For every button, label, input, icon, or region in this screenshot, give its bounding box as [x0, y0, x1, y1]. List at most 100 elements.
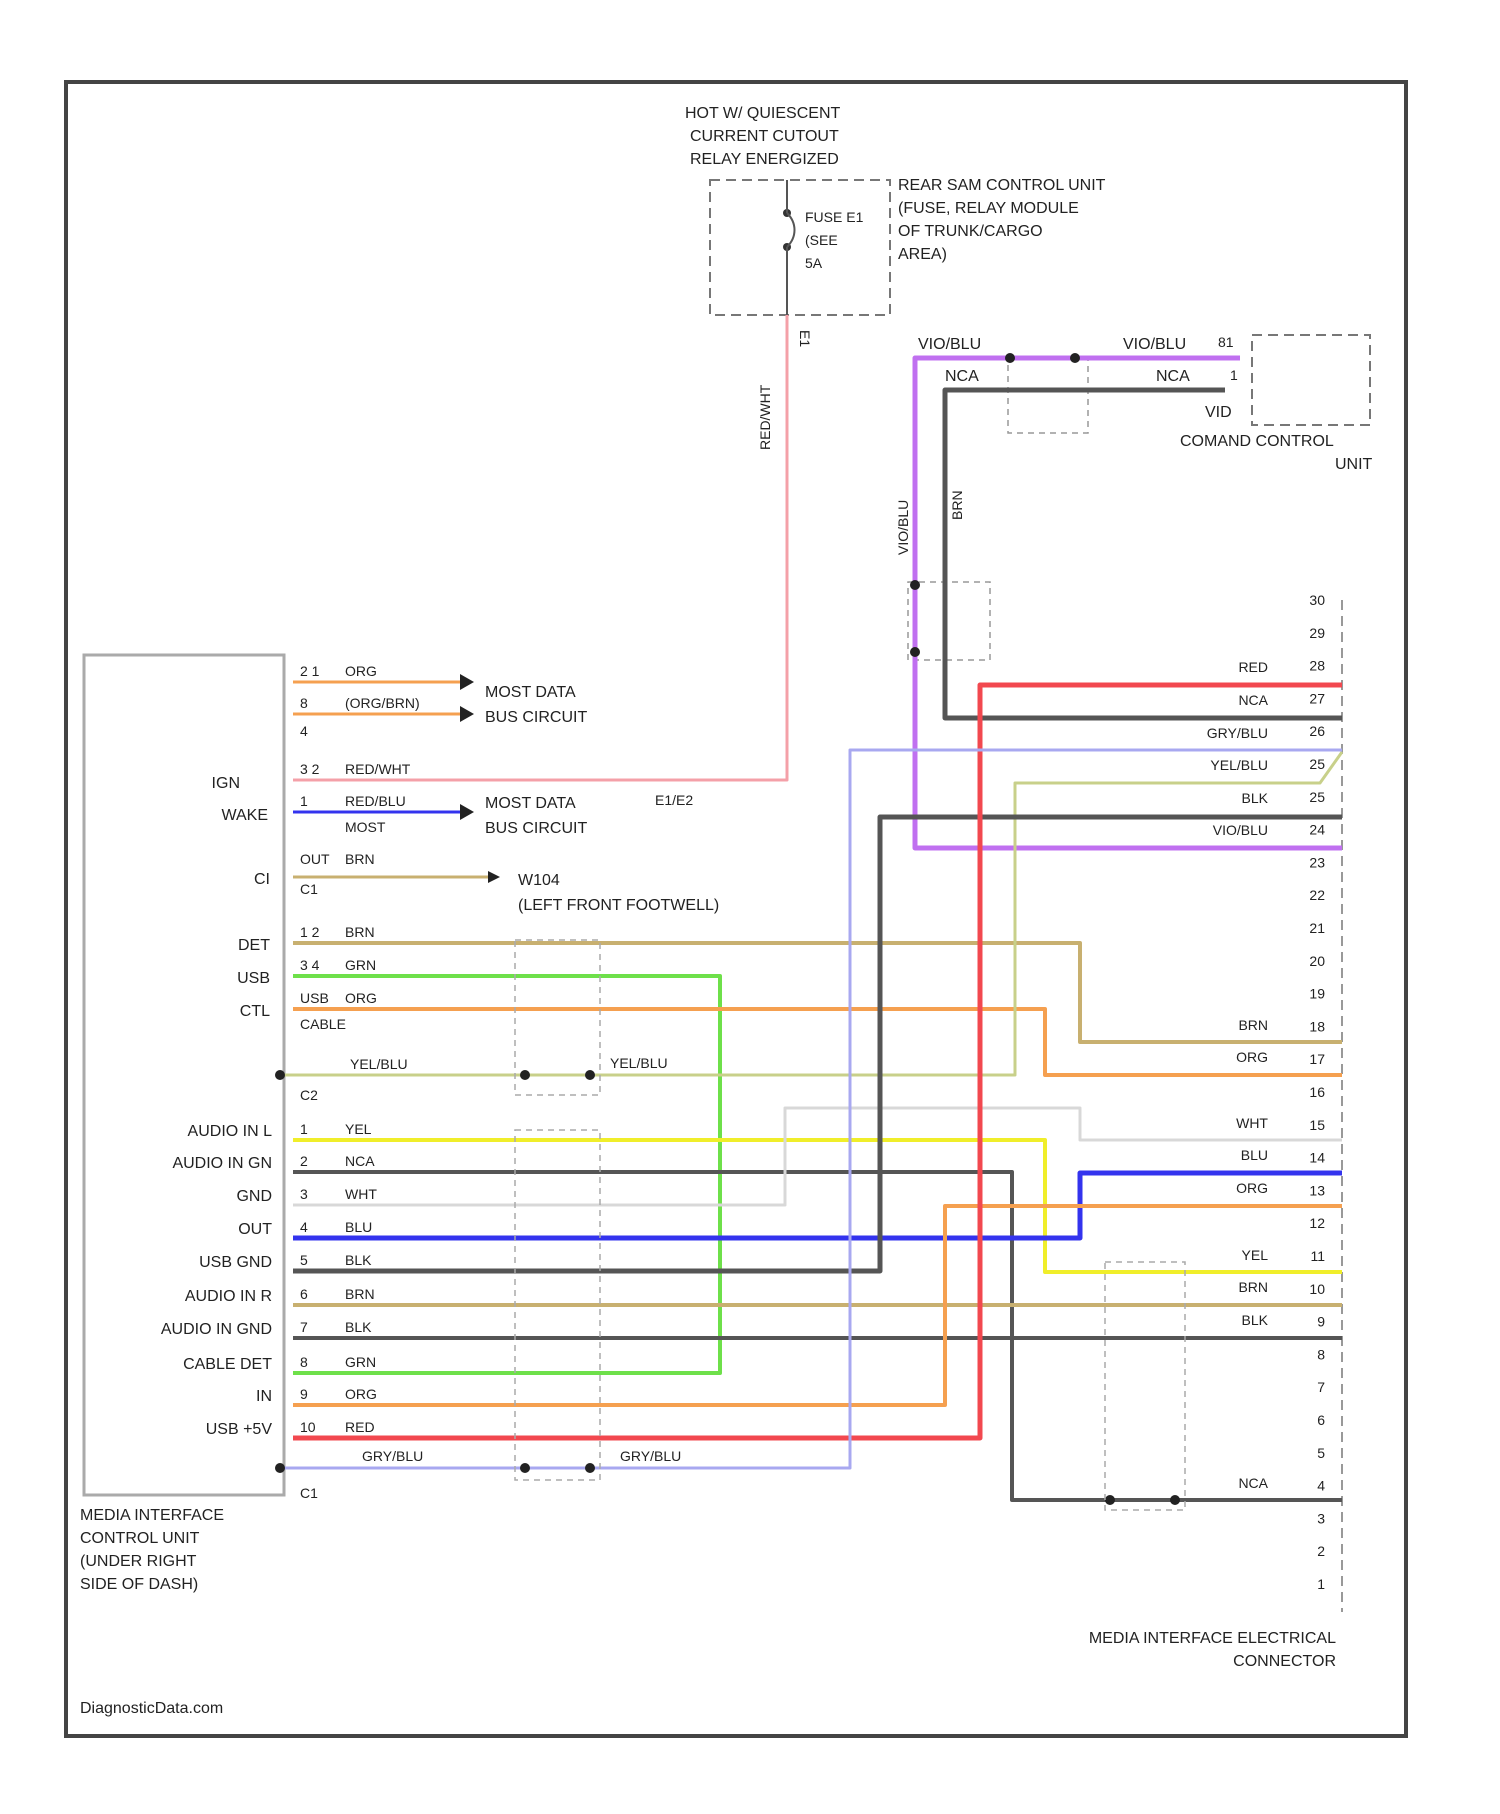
c1-pin-name-1: AUDIO IN GN	[172, 1155, 272, 1172]
connector-line-2: CONNECTOR	[1233, 1653, 1336, 1670]
c1-wire-color-7: GRN	[345, 1354, 376, 1370]
c2-wire-color-2: ORG	[345, 990, 377, 1006]
riser-label-vio: VIO/BLU	[895, 500, 911, 555]
node-riser-2	[910, 647, 920, 657]
node-comand-1	[1005, 353, 1015, 363]
media-unit-line-1: MEDIA INTERFACE	[80, 1507, 224, 1524]
module-line-3: OF TRUNK/CARGO	[898, 223, 1043, 240]
most-bus-section: MOST DATA BUS CIRCUIT MOST DATA BUS CIRC…	[485, 684, 719, 914]
source-line-3: RELAY ENERGIZED	[690, 151, 839, 168]
power-wire-color: RED/WHT	[757, 384, 773, 450]
connector-pin-6: 25	[1309, 789, 1325, 805]
module-line-1: REAR SAM CONTROL UNIT	[898, 177, 1106, 194]
connector-wire-label-10: ORG	[1236, 1180, 1268, 1196]
c1-pin-name-9: USB +5V	[206, 1421, 273, 1438]
c2-wire-color-0: BRN	[345, 924, 375, 940]
node-c1-grybl-start	[275, 1463, 285, 1473]
connector-pin-11: 20	[1309, 953, 1325, 969]
comand-line-1: COMAND CONTROL	[1180, 433, 1334, 450]
module-line-2: (FUSE, RELAY MODULE	[898, 200, 1079, 217]
connector-wire-label-8: WHT	[1236, 1115, 1268, 1131]
c2-wire-color-4: YEL/BLU	[350, 1056, 408, 1072]
node-c1-grybl-b	[585, 1463, 595, 1473]
left-label-wake: WAKE	[221, 807, 268, 824]
c1-pin-name-8: IN	[256, 1388, 272, 1405]
connector-pin-26: 5	[1317, 1445, 1325, 1461]
left-label-ci: CI	[254, 871, 270, 888]
ground-line-1: W104	[518, 872, 560, 889]
c1-pin-name-7: CABLE DET	[183, 1356, 272, 1373]
connector-pin-27: 4	[1317, 1478, 1325, 1494]
connector-pin-28: 3	[1317, 1510, 1325, 1526]
connector-pin-22: 9	[1317, 1314, 1325, 1330]
fuse-line-3: 5A	[805, 255, 823, 271]
comand-box	[1252, 335, 1370, 425]
connector-pin-9: 22	[1309, 887, 1325, 903]
connector-pin-7: 24	[1309, 822, 1325, 838]
c1-wire-color-8: ORG	[345, 1386, 377, 1402]
c2-wire-pin-0: 1 2	[300, 924, 320, 940]
left-label-ign: IGN	[212, 775, 240, 792]
connector-pins: 3029282726252524232221201918171615141312…	[1309, 592, 1325, 1592]
connector-pin-1: 29	[1309, 625, 1325, 641]
c1-wire-pin-9: 10	[300, 1419, 316, 1435]
connector-wire-label-6: BRN	[1238, 1017, 1268, 1033]
most-wire-color-1: (ORG/BRN)	[345, 695, 420, 711]
most-wire-color-3: RED/WHT	[345, 761, 411, 777]
node-c1-nca-b	[1170, 1495, 1180, 1505]
connector-pin-14: 17	[1309, 1051, 1325, 1067]
connector-wire-label-9: BLU	[1241, 1147, 1268, 1163]
comand-pin-top: 81	[1218, 334, 1234, 350]
most-wire-pin-0: 2 1	[300, 663, 320, 679]
connector-pin-21: 10	[1309, 1281, 1325, 1297]
watermark: DiagnosticData.com	[80, 1700, 223, 1717]
connector-pin-16: 15	[1309, 1117, 1325, 1133]
comand-label-vio: VIO/BLU	[918, 336, 981, 353]
comand-pin-mid: 1	[1230, 367, 1238, 383]
connector-pin-30: 1	[1317, 1576, 1325, 1592]
c1-wire-color-4: BLK	[345, 1252, 372, 1268]
splice-grybl-right: GRY/BLU	[620, 1448, 681, 1464]
c1-pin-name-4: USB GND	[199, 1254, 272, 1271]
connector-wire-label-5: VIO/BLU	[1213, 822, 1268, 838]
comand-inline-connector	[1008, 358, 1088, 433]
module-line-4: AREA)	[898, 246, 947, 263]
source-line-2: CURRENT CUTOUT	[690, 128, 839, 145]
most-arrow-3	[460, 804, 474, 820]
comand-control-unit: COMAND CONTROL UNIT 81 1 VIO/BLU NCA VIO…	[895, 334, 1373, 660]
power-source: HOT W/ QUIESCENT CURRENT CUTOUT RELAY EN…	[685, 105, 1106, 450]
splice-box-2	[1105, 1262, 1185, 1510]
wires	[275, 315, 1342, 1510]
c1-wire-pin-0: 1	[300, 1121, 308, 1137]
c1-pin-name-5: AUDIO IN R	[185, 1288, 272, 1305]
connector-label-c1: C1	[300, 1485, 318, 1501]
c1-wire-pin-7: 8	[300, 1354, 308, 1370]
connector-wire-label-2: GRY/BLU	[1207, 725, 1268, 741]
most-wire-pin-7: C1	[300, 881, 318, 897]
connector-pin-12: 19	[1309, 986, 1325, 1002]
node-c2-yelblu-start	[275, 1070, 285, 1080]
connector-wire-label-1: NCA	[1238, 692, 1268, 708]
c1-pin-name-0: AUDIO IN L	[188, 1123, 273, 1140]
riser-inline-connector	[908, 582, 990, 660]
c1-pin-name-6: AUDIO IN GND	[161, 1321, 272, 1338]
wire-c2-grn	[293, 976, 720, 1373]
splice-grybl-left: GRY/BLU	[362, 1448, 423, 1464]
connector-pin-2: 28	[1309, 658, 1325, 674]
c1-pin-name-2: GND	[236, 1188, 272, 1205]
c1-wire-color-2: WHT	[345, 1186, 377, 1202]
connector-wire-label-13: BLK	[1242, 1312, 1269, 1328]
most-wire-color-4: RED/BLU	[345, 793, 406, 809]
c1-wire-color-9: RED	[345, 1419, 375, 1435]
connector-pin-4: 26	[1309, 723, 1325, 739]
c1-wire-color-6: BLK	[345, 1319, 372, 1335]
connector-pin-8: 23	[1309, 854, 1325, 870]
c2-wire-pin-3: CABLE	[300, 1016, 346, 1032]
comand-label-vio-right: VIO/BLU	[1123, 336, 1186, 353]
connector-pin-3: 27	[1309, 690, 1325, 706]
connector-wire-label-0: RED	[1238, 659, 1268, 675]
connector-wire-label-14: NCA	[1238, 1475, 1268, 1491]
most-wire-pin-4: 1	[300, 793, 308, 809]
wire-c2-yelblu	[280, 752, 1342, 1075]
c1-wire-color-5: BRN	[345, 1286, 375, 1302]
